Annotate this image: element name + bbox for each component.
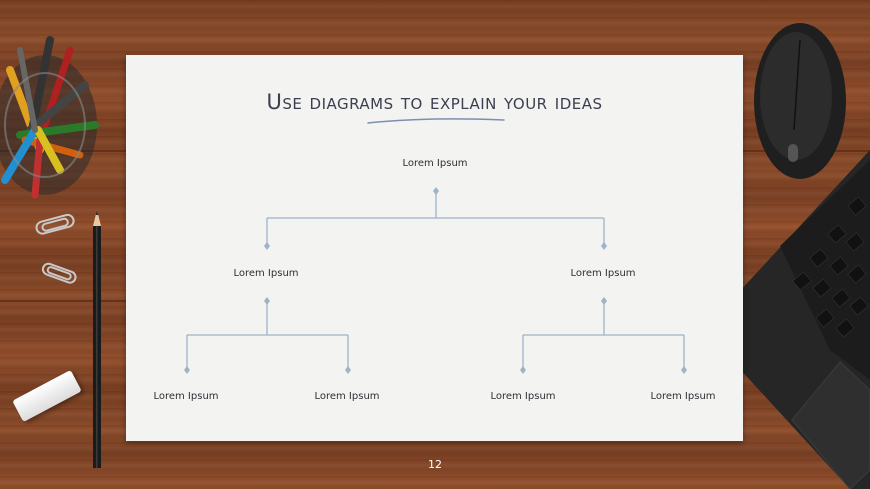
pen-cup-icon <box>0 36 99 199</box>
node-root-label: Lorem Ipsum <box>402 158 468 169</box>
connector-diamond <box>520 366 526 374</box>
title-underline <box>367 118 505 124</box>
mouse-icon <box>754 23 846 179</box>
connector-diamond <box>345 366 351 374</box>
connector-diamond <box>601 242 607 250</box>
eraser-icon <box>12 369 82 423</box>
connector-diamond <box>433 187 439 195</box>
page-number: 12 <box>428 458 442 471</box>
connector-diamond <box>264 297 270 305</box>
paper-clip-icon <box>41 262 77 284</box>
connector-diamond <box>264 242 270 250</box>
pencil-icon <box>93 210 101 468</box>
paper-sheet: Use diagrams to explain your ideas <box>126 55 743 441</box>
connector-diamond <box>184 366 190 374</box>
connector-diamond <box>601 297 607 305</box>
tree-connectors <box>184 187 687 374</box>
node-leaf-4-label: Lorem Ipsum <box>650 391 716 402</box>
node-leaf-2-label: Lorem Ipsum <box>314 391 380 402</box>
node-leaf-1-label: Lorem Ipsum <box>153 391 219 402</box>
laptop-icon <box>704 150 870 489</box>
connector-diamond <box>681 366 687 374</box>
node-level2-right-label: Lorem Ipsum <box>570 268 636 279</box>
node-leaf-3-label: Lorem Ipsum <box>490 391 556 402</box>
paper-clip-icon <box>35 213 75 235</box>
slide-title: Use diagrams to explain your ideas <box>266 90 603 114</box>
node-level2-left-label: Lorem Ipsum <box>233 268 299 279</box>
